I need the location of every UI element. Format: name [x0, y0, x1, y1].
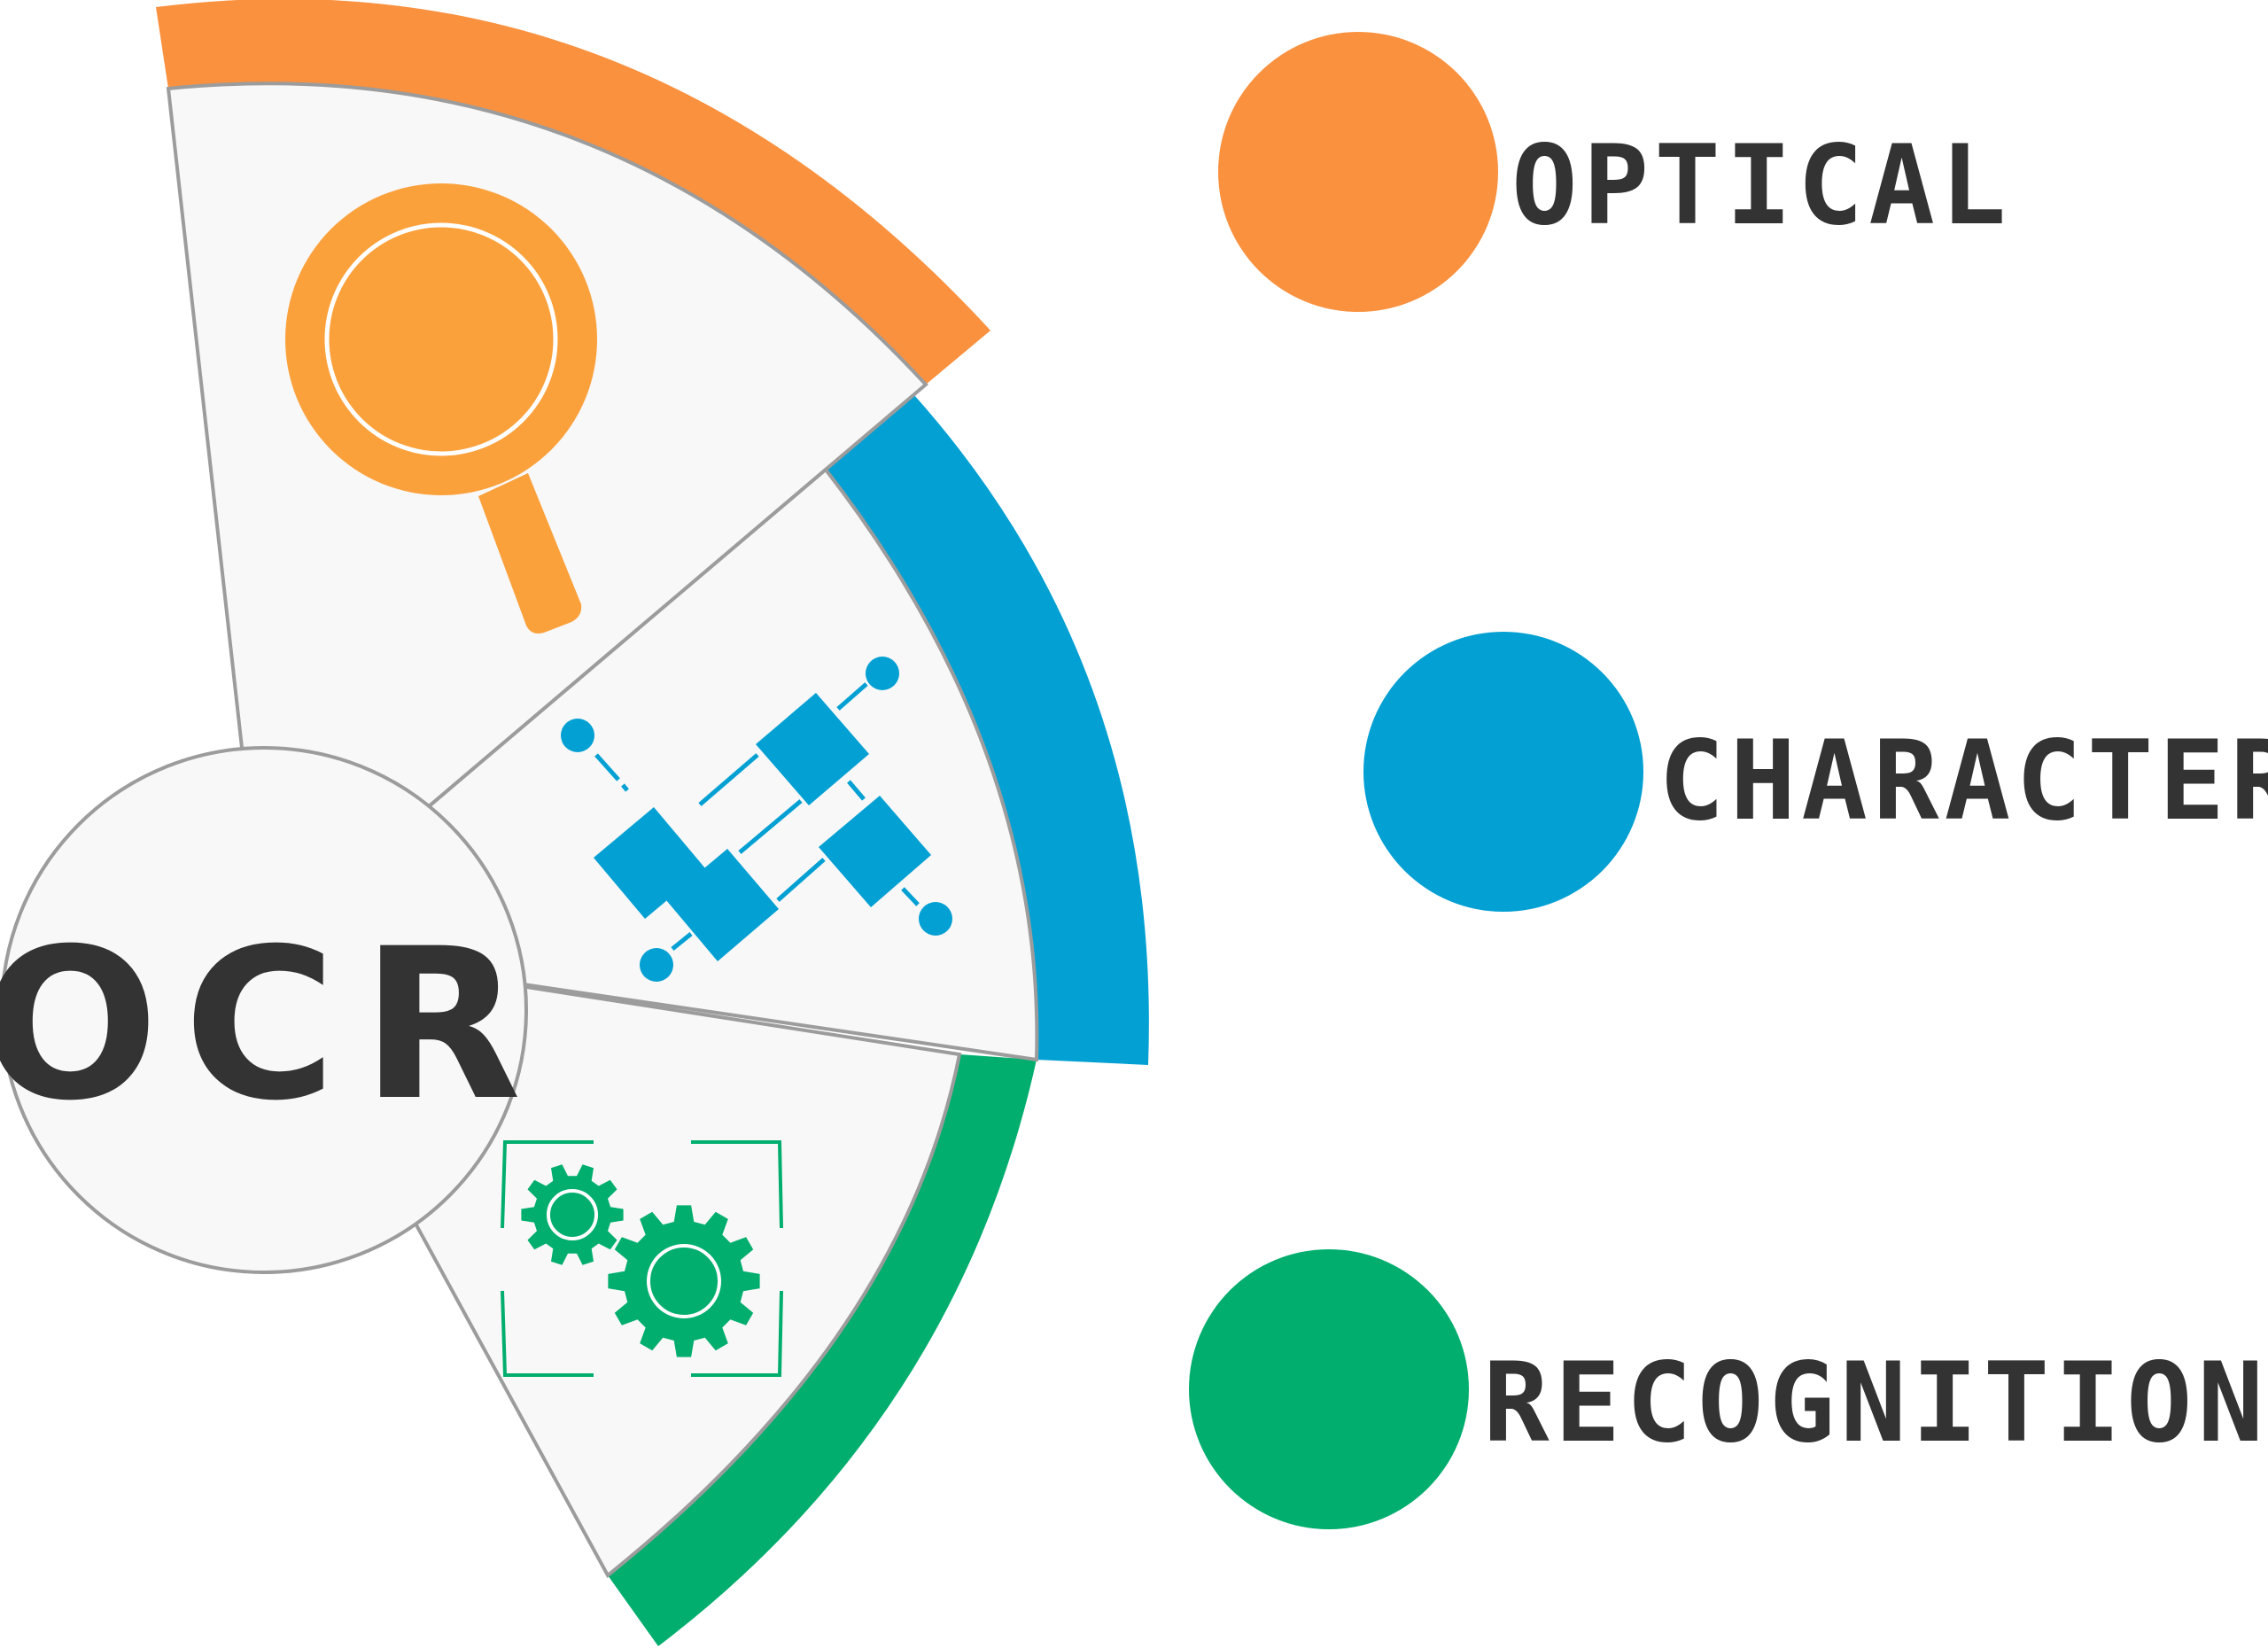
node-link: [836, 682, 868, 711]
character-arc: [826, 395, 1149, 1065]
node-link: [901, 887, 920, 906]
optical-dot: [1218, 32, 1498, 312]
magnifier-lens-outline: [324, 222, 558, 456]
legend-item-recognition: RECOGNITION: [1189, 1249, 2268, 1529]
optical-label: OPTICAL: [1511, 122, 2012, 250]
magnifier-icon: [285, 183, 597, 634]
gear-hub: [555, 1197, 590, 1232]
molecule-network-icon: [561, 657, 952, 982]
node-link: [776, 858, 826, 902]
node-link: [698, 753, 759, 806]
node-square: [819, 796, 931, 907]
node-link: [671, 932, 693, 951]
node-dot: [919, 902, 952, 936]
node-dot: [866, 657, 899, 690]
gear-small-icon: [521, 1164, 624, 1265]
node-link: [847, 780, 866, 801]
node-square: [666, 849, 779, 961]
character-dot: [1363, 632, 1643, 912]
optical-arc: [156, 0, 990, 385]
gear-large-icon: [608, 1205, 760, 1357]
outer-arcs: [156, 0, 1149, 1646]
legend-item-character: CHARACTER: [1363, 632, 2268, 912]
node-dot: [640, 948, 673, 982]
legend: OPTICAL CHARACTER RECOGNITION: [1189, 32, 2268, 1529]
node-dot: [561, 719, 594, 752]
node-link: [680, 850, 696, 868]
gear-hub-ring: [547, 1189, 598, 1240]
recognition-label: RECOGNITION: [1483, 1340, 2268, 1467]
node-link: [738, 799, 803, 854]
character-label: CHARACTER: [1658, 718, 2268, 845]
gear-hub-ring: [647, 1244, 721, 1318]
gear-hub: [657, 1255, 711, 1308]
magnifier-handle: [478, 473, 582, 634]
node-link: [621, 783, 629, 792]
gears-icon: [501, 1140, 783, 1377]
recognition-dot: [1189, 1249, 1469, 1529]
legend-item-optical: OPTICAL: [1218, 32, 2012, 312]
recognition-arc: [608, 1054, 1037, 1646]
node-link: [594, 753, 620, 781]
magnifier-ring: [285, 183, 597, 495]
node-square: [756, 693, 869, 805]
center-circle: OCR: [0, 746, 547, 1274]
center-circle-bg: [0, 746, 528, 1274]
center-label: OCR: [0, 905, 547, 1147]
scan-frame: [501, 1140, 783, 1377]
